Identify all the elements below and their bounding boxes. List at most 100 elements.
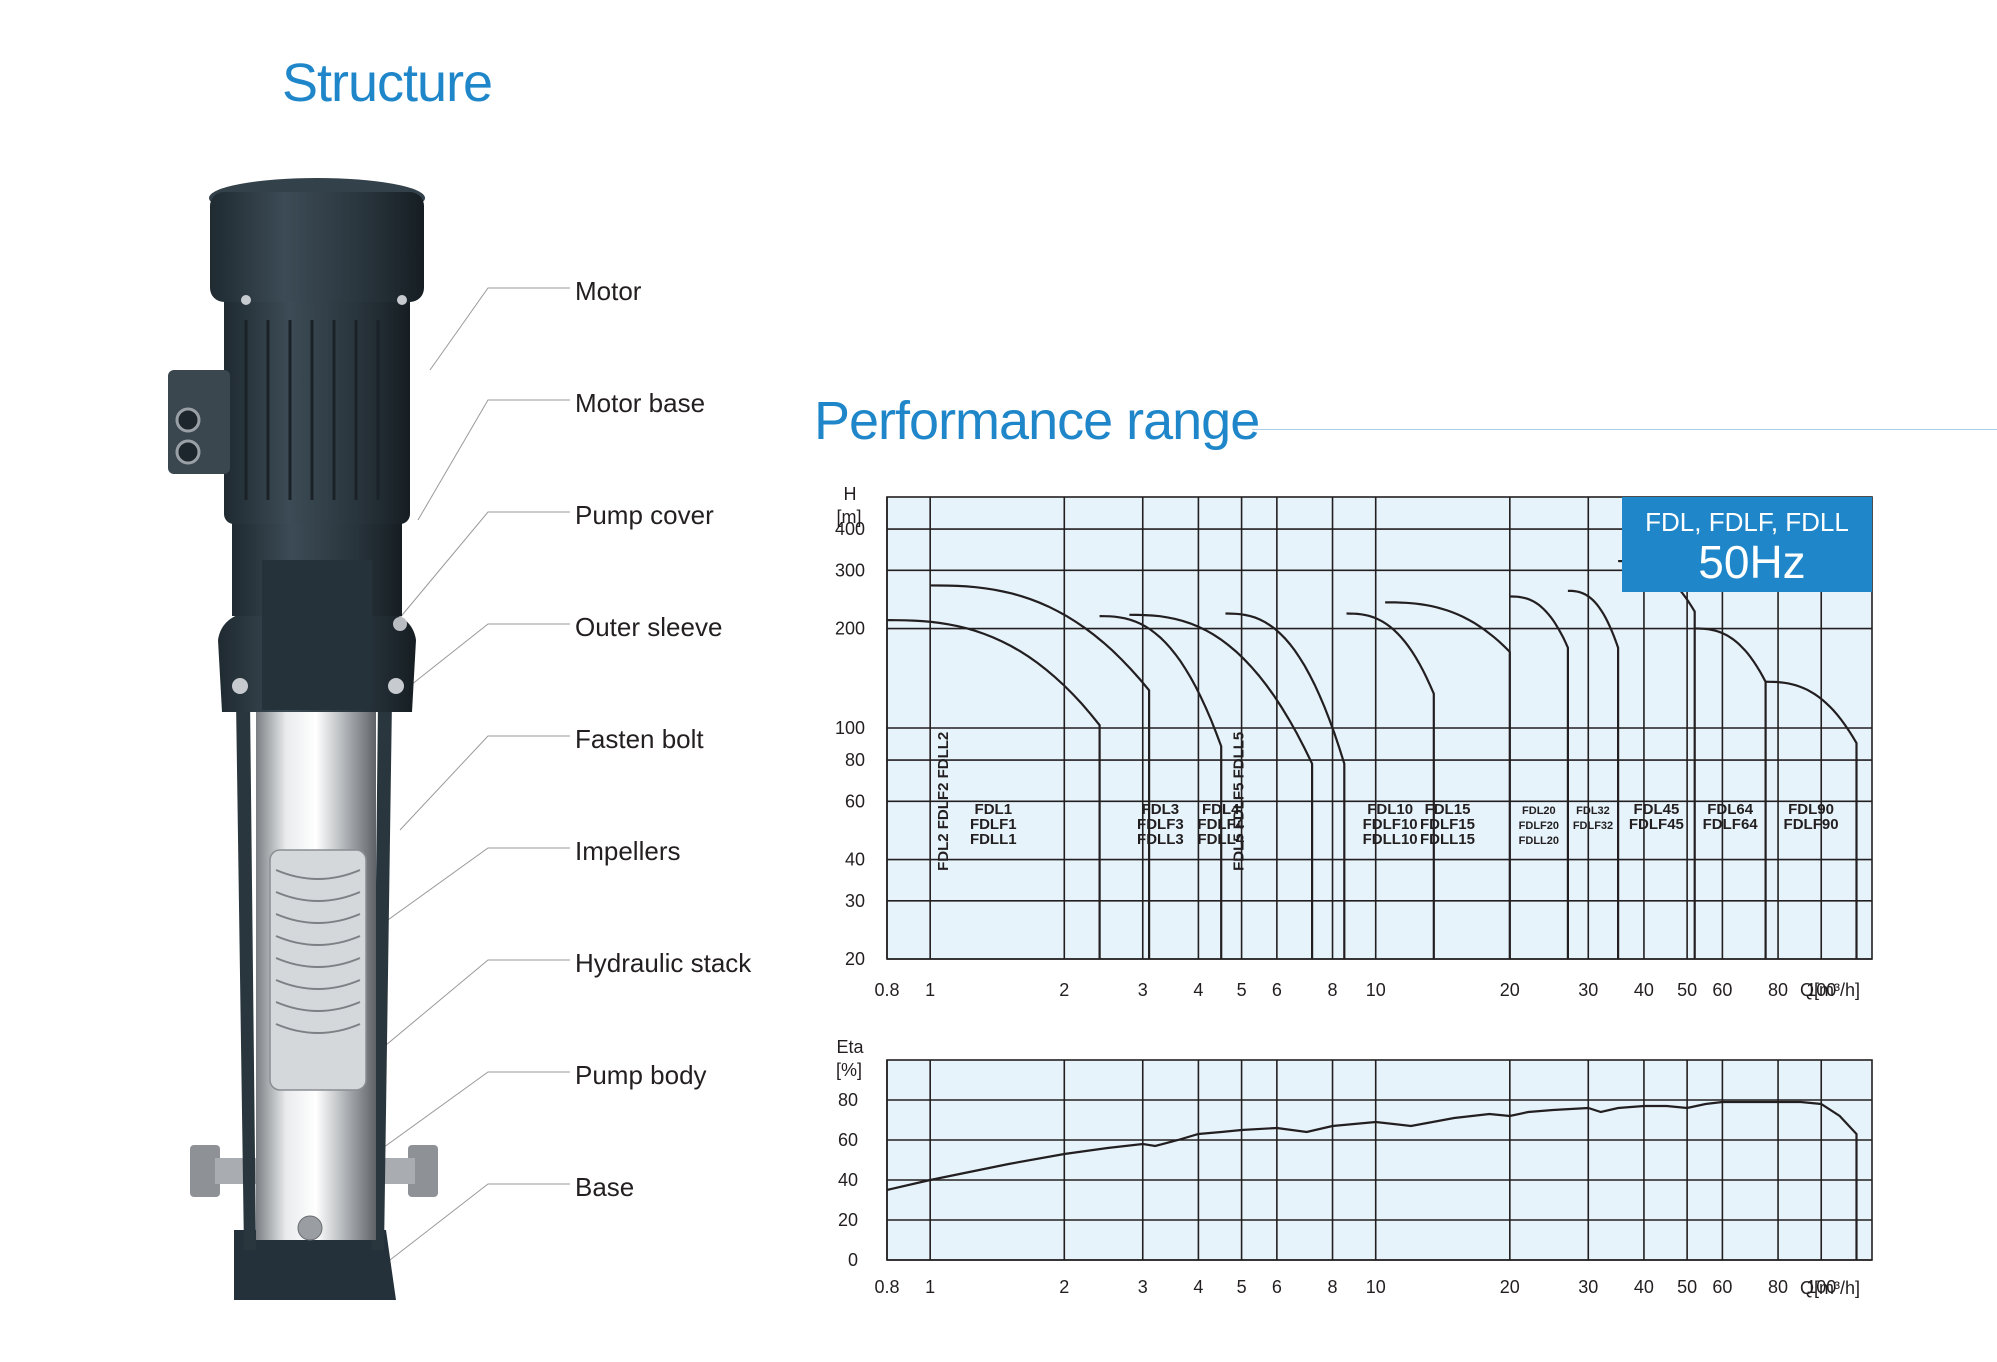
hq-x-tick: 3 <box>1138 980 1148 1000</box>
hq-x-tick: 80 <box>1768 980 1788 1000</box>
hq-model-label: FDLF90 <box>1784 816 1839 833</box>
hq-model-label: FDL3 <box>1142 801 1180 818</box>
eta-ylabel: Eta <box>836 1037 864 1057</box>
hq-model-label: FDLF32 <box>1573 820 1613 832</box>
eta-x-tick: 100 <box>1806 1277 1836 1297</box>
label-motor-base: Motor base <box>575 388 706 418</box>
eta-x-tick: 10 <box>1366 1277 1386 1297</box>
eta-x-tick: 60 <box>1712 1277 1732 1297</box>
eta-y-tick: 60 <box>838 1130 858 1150</box>
hq-x-tick: 60 <box>1712 980 1732 1000</box>
hq-x-tick: 20 <box>1500 980 1520 1000</box>
eta-x-tick: 1 <box>925 1277 935 1297</box>
label-outer-sleeve: Outer sleeve <box>575 612 723 642</box>
eta-grid <box>886 1059 1873 1261</box>
hq-curves <box>886 559 1858 959</box>
hq-range-curve <box>1567 589 1620 959</box>
label-base: Base <box>575 1172 635 1202</box>
label-fasten-bolt: Fasten bolt <box>575 724 704 754</box>
hq-x-tick: 50 <box>1677 980 1697 1000</box>
hq-model-label: FDL15 <box>1425 801 1471 818</box>
eta-x-tick: 0.8 <box>874 1277 899 1297</box>
performance-title: Performance range <box>814 391 1260 451</box>
hq-range-curve <box>1765 680 1858 959</box>
eta-x-tick: 30 <box>1578 1277 1598 1297</box>
hq-model-label: FDLF15 <box>1420 816 1475 833</box>
eta-ylabel-unit: [%] <box>836 1060 862 1080</box>
impeller-discs <box>275 869 361 1034</box>
eta-x-tick: 2 <box>1059 1277 1069 1297</box>
hq-model-label: FDL20 <box>1522 805 1556 817</box>
hq-model-label: FDLF1 <box>970 816 1017 833</box>
structure-title: Structure <box>282 53 493 113</box>
hq-model-label: FDL2 FDLF2 FDLL2 <box>935 732 952 871</box>
hq-model-label: FDL10 <box>1367 801 1413 818</box>
eta-x-tick: 40 <box>1634 1277 1654 1297</box>
eta-y-tick: 40 <box>838 1170 858 1190</box>
hq-model-label: FDL90 <box>1788 801 1834 818</box>
hq-x-tick: 8 <box>1328 980 1338 1000</box>
hq-ylabel: H <box>844 484 857 504</box>
hq-model-label: FDLF20 <box>1519 820 1559 832</box>
hq-y-tick: 400 <box>835 519 865 539</box>
eta-xlabel: Q[m³/h] <box>1800 1278 1860 1298</box>
hq-y-tick: 60 <box>845 791 865 811</box>
hq-range-curve <box>1129 613 1314 959</box>
eta-x-tick: 50 <box>1677 1277 1697 1297</box>
hq-x-tick: 30 <box>1578 980 1598 1000</box>
eta-plot-area <box>887 1060 1872 1260</box>
hq-x-tick: 6 <box>1272 980 1282 1000</box>
hq-model-label: FDLF10 <box>1363 816 1418 833</box>
hq-range-curve <box>1346 612 1435 959</box>
hq-model-label: FDL32 <box>1576 805 1610 817</box>
eta-x-tick: 5 <box>1237 1277 1247 1297</box>
hq-x-tick: 10 <box>1366 980 1386 1000</box>
title-rule <box>1252 429 1997 430</box>
hq-model-label: FDL4 <box>1202 801 1240 818</box>
hq-y-tick: 40 <box>845 850 865 870</box>
hq-ylabel-unit: [m] <box>837 507 862 527</box>
hq-range-curve <box>1385 601 1511 959</box>
eta-x-tick: 6 <box>1272 1277 1282 1297</box>
hq-range-curve <box>1694 627 1767 959</box>
hq-range-curve <box>930 584 1151 959</box>
outlet-flange <box>408 1145 438 1197</box>
hq-model-label: FDL5 FDLF5 FDLL5 <box>1231 732 1248 871</box>
eta-x-tick: 80 <box>1768 1277 1788 1297</box>
hq-model-label: FDLL15 <box>1420 831 1475 848</box>
hq-x-tick: 40 <box>1634 980 1654 1000</box>
hq-model-label: FDLL20 <box>1519 835 1559 847</box>
label-pump-body: Pump body <box>575 1060 707 1090</box>
hq-range-curve <box>886 619 1101 959</box>
hq-model-label: FDLF3 <box>1137 816 1184 833</box>
eta-x-tick: 3 <box>1138 1277 1148 1297</box>
hq-xlabel: Q[m³/h] <box>1800 980 1860 1000</box>
eta-curve <box>886 1100 1858 1260</box>
inlet-flange <box>190 1145 220 1197</box>
hq-y-tick: 200 <box>835 619 865 639</box>
hq-x-tick: 4 <box>1193 980 1203 1000</box>
hq-x-tick: 100 <box>1806 980 1836 1000</box>
hq-y-tick: 300 <box>835 560 865 580</box>
hq-y-tick: 20 <box>845 949 865 969</box>
hq-range-curve <box>1509 595 1569 959</box>
leader-lines <box>359 287 570 1261</box>
eta-x-tick: 8 <box>1328 1277 1338 1297</box>
hq-model-label: FDLL3 <box>1137 831 1184 848</box>
label-motor: Motor <box>575 276 642 306</box>
eta-y-tick: 20 <box>838 1210 858 1230</box>
hq-model-label: FDLL1 <box>970 831 1017 848</box>
hq-x-tick: 0.8 <box>874 980 899 1000</box>
hq-model-label: FDL1 <box>975 801 1013 818</box>
hq-x-tick: 2 <box>1059 980 1069 1000</box>
badge-models: FDL, FDLF, FDLL <box>1645 507 1849 537</box>
hq-model-label: FDLF64 <box>1703 816 1759 833</box>
hq-y-tick: 80 <box>845 750 865 770</box>
label-hydraulic-stack: Hydraulic stack <box>575 948 752 978</box>
hq-x-tick: 5 <box>1237 980 1247 1000</box>
